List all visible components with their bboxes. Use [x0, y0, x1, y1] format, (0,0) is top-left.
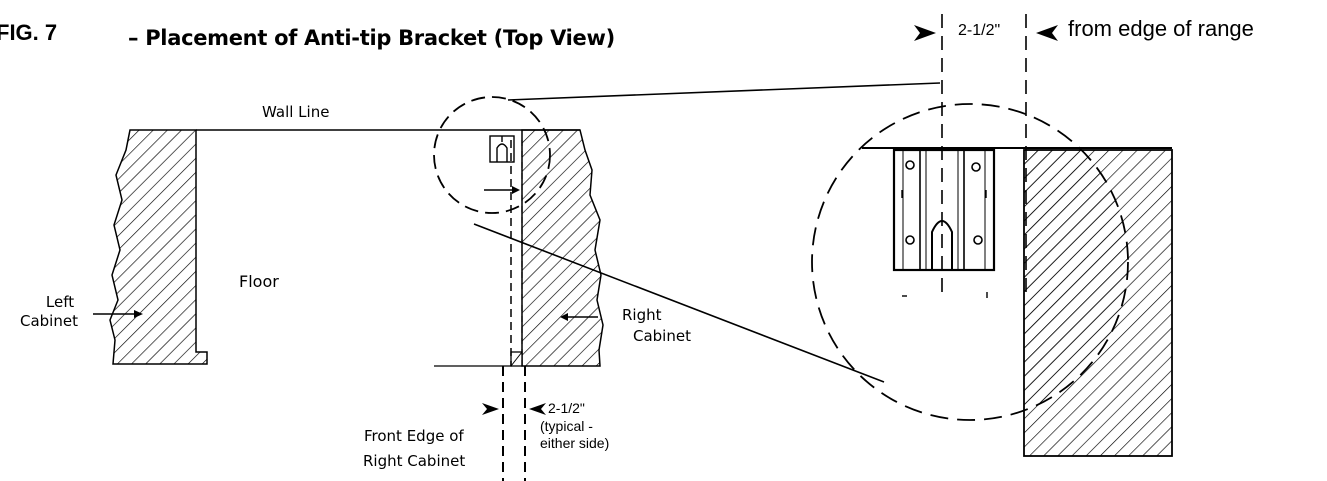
figure-number: FIG. 7 — [0, 20, 58, 45]
figure-title: – Placement of Anti-tip Bracket (Top Vie… — [128, 26, 615, 50]
top-dimension-label: 2-1/2" — [958, 22, 1001, 39]
wall-line-label: Wall Line — [262, 103, 330, 121]
right-cabinet-label-line2: Cabinet — [633, 327, 691, 345]
right-cabinet — [521, 129, 604, 367]
left-cabinet-label-line2: Cabinet — [20, 312, 78, 330]
typical-note-line2: either side) — [540, 435, 610, 451]
typical-note-line1: (typical - — [540, 418, 593, 434]
leader-line-bottom — [473, 223, 885, 383]
right-cabinet-label-line1: Right — [622, 306, 662, 324]
small-detail-circle — [433, 96, 551, 214]
left-cabinet — [109, 129, 208, 365]
bottom-dimension-label: 2-1/2" — [548, 400, 585, 416]
bottom-arrow-left — [482, 403, 499, 415]
top-arrow-left — [914, 25, 936, 41]
bottom-arrow-right — [529, 403, 546, 415]
top-callout-text: from edge of range — [1068, 16, 1254, 41]
left-cabinet-label: Left Cabinet — [20, 293, 90, 331]
big-bracket — [892, 148, 996, 272]
front-edge-label-line1: Front Edge of — [364, 427, 464, 445]
left-cabinet-label-line1: Left — [45, 293, 75, 311]
small-bracket — [489, 135, 515, 163]
range-block — [1023, 149, 1173, 457]
top-arrow-right — [1036, 25, 1058, 41]
front-edge-label-line2: Right Cabinet — [363, 452, 466, 470]
big-detail-circle — [811, 103, 1129, 421]
leader-line-top — [507, 82, 941, 101]
floor-label: Floor — [239, 272, 279, 291]
